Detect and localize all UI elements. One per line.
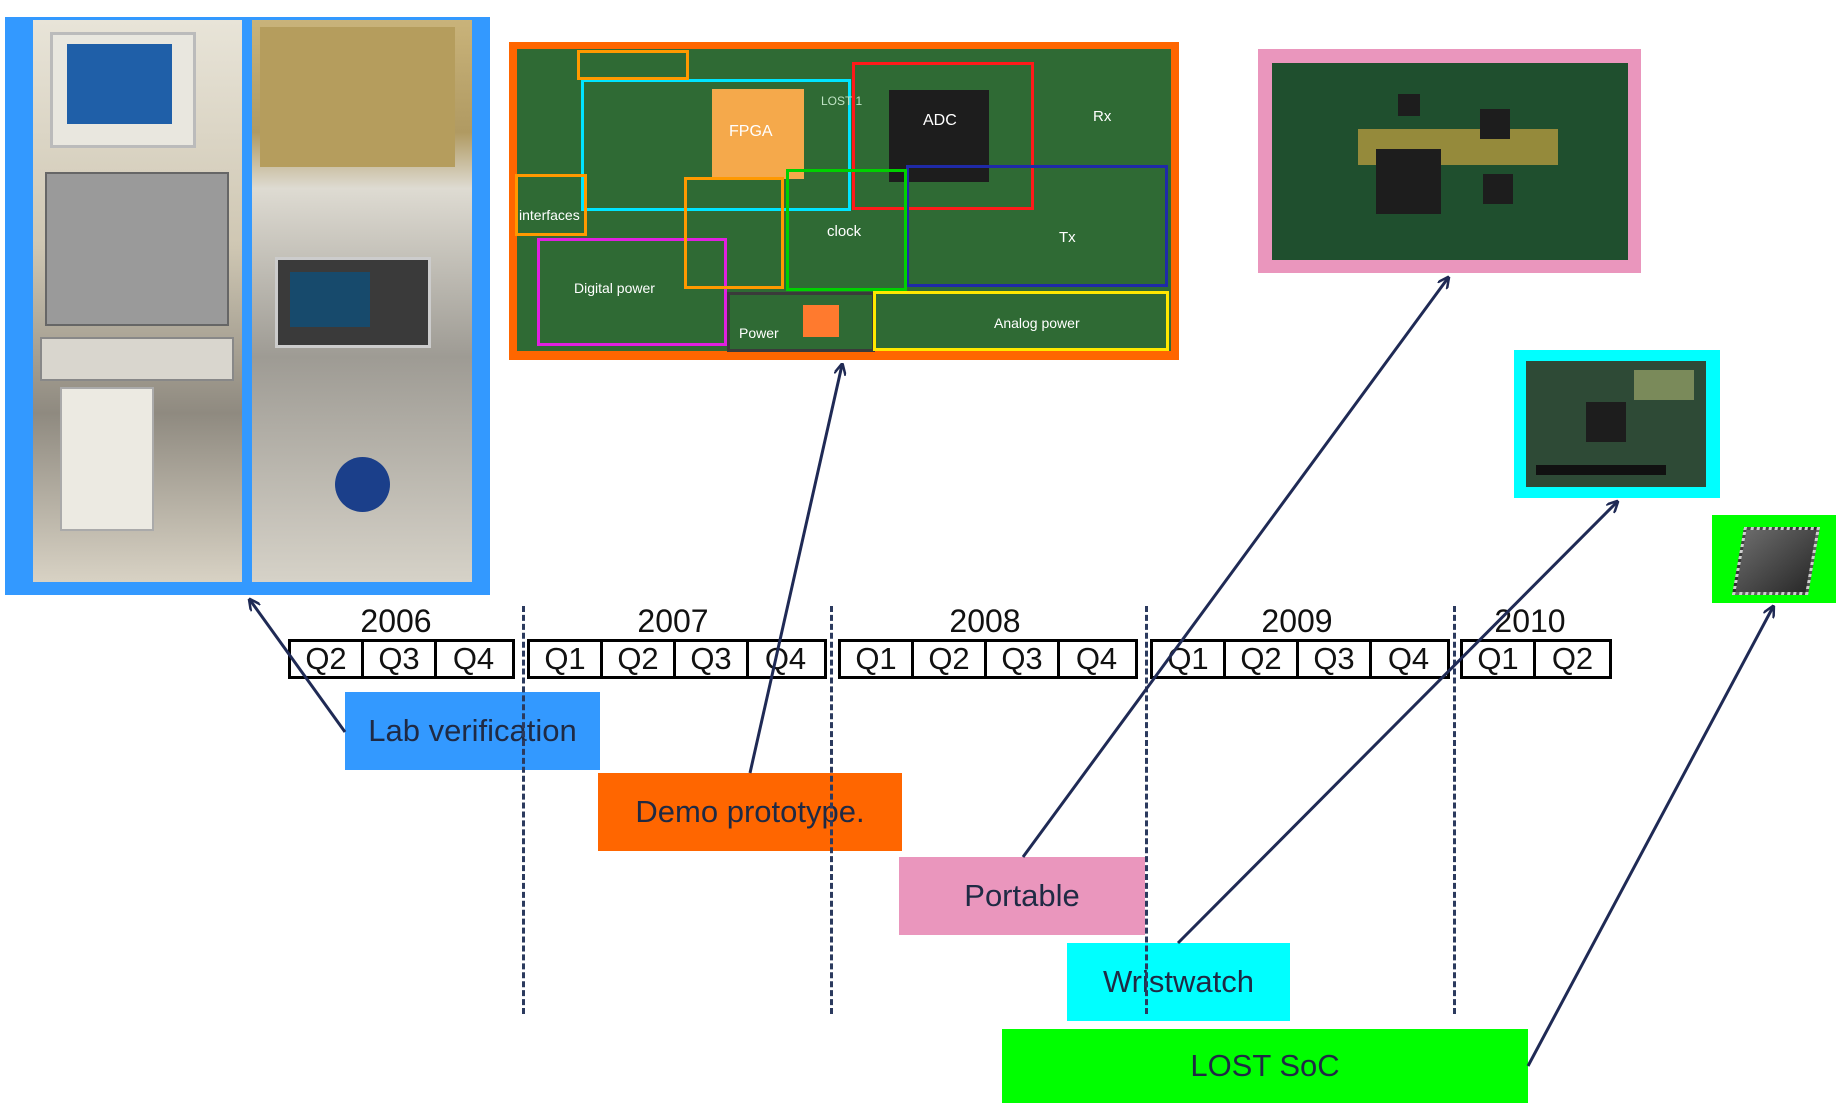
- arrow-lab-verification: [250, 600, 345, 732]
- arrow-wristwatch: [1178, 502, 1617, 943]
- arrow-portable: [1023, 278, 1448, 857]
- arrow-lost-soc: [1528, 607, 1773, 1066]
- arrow-demo-prototype: [750, 365, 842, 773]
